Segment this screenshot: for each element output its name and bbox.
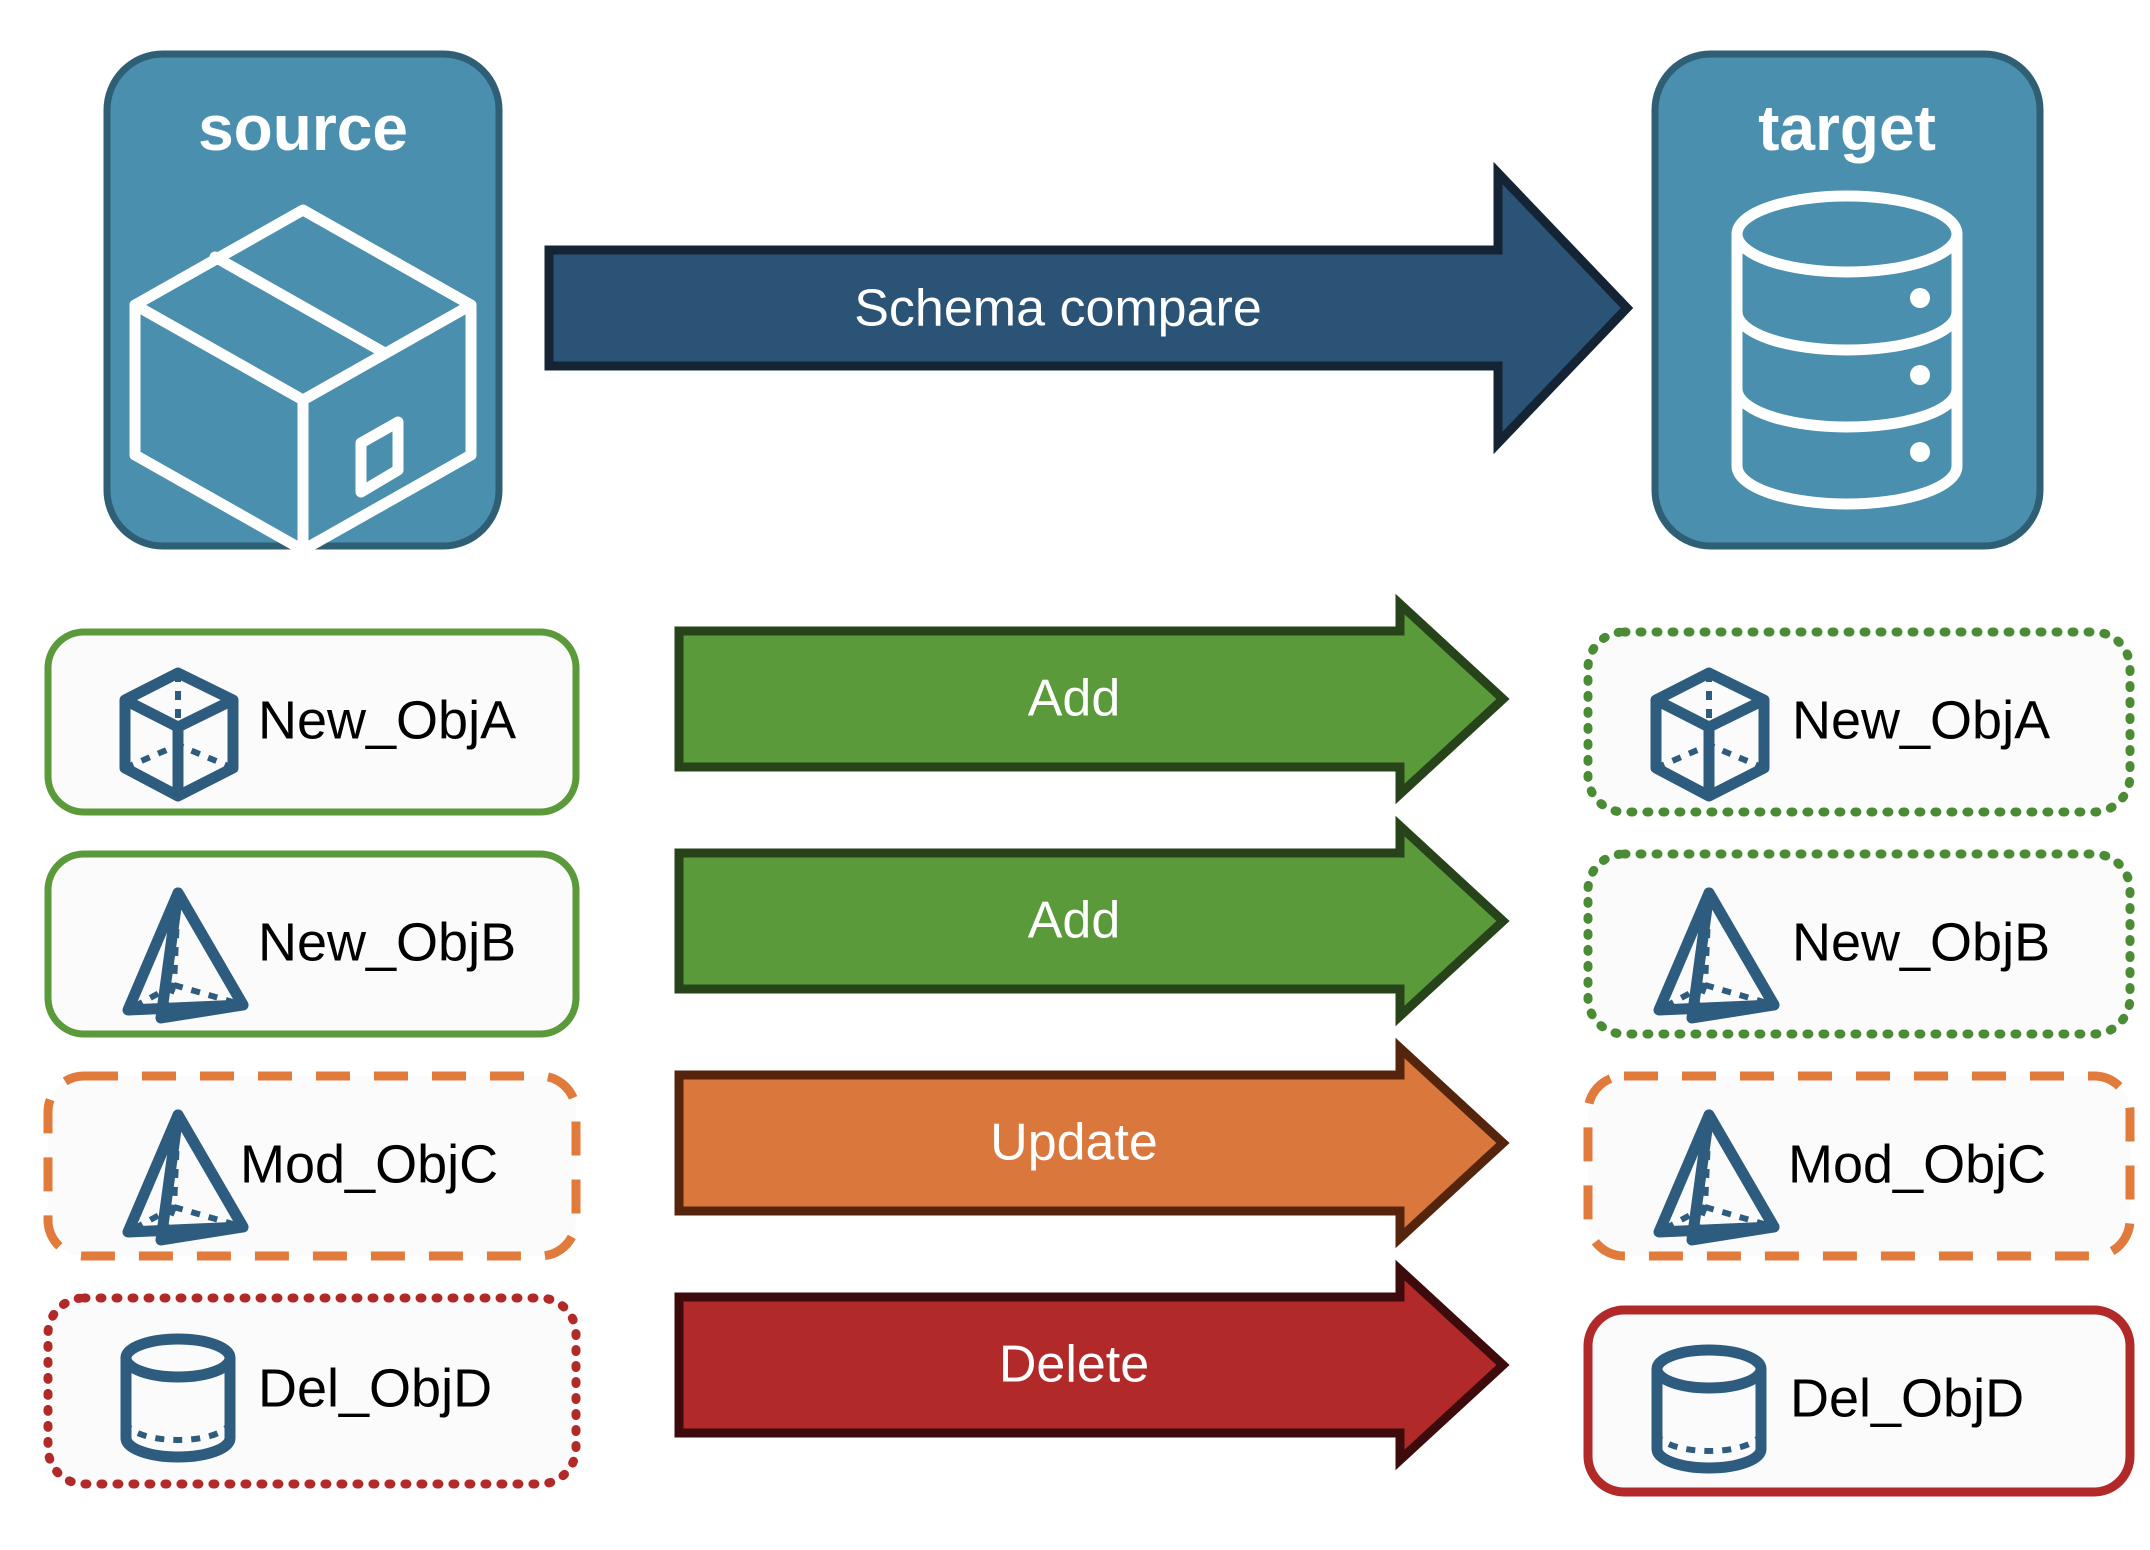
source-object-card-4[interactable]: Del_ObjD xyxy=(43,1293,581,1489)
target-object-card-2[interactable]: New_ObjB xyxy=(1583,849,2135,1039)
action-arrow-delete-label: Delete xyxy=(999,1336,1149,1394)
source-object-card-1-label: New_ObjA xyxy=(258,690,516,750)
target-object-card-3-label: Mod_ObjC xyxy=(1788,1134,2046,1194)
target-endpoint: target xyxy=(1651,50,2044,550)
target-object-card-4[interactable]: Del_ObjD xyxy=(1583,1305,2135,1497)
action-arrow-delete-shape xyxy=(674,1259,1510,1471)
row-update-objC: Mod_ObjC Update Mod_Ob xyxy=(43,1037,2135,1261)
target-object-card-2-label: New_ObjB xyxy=(1792,912,2050,972)
source-object-card-3-label: Mod_ObjC xyxy=(240,1134,498,1194)
action-arrow-add-2-shape xyxy=(674,815,1510,1027)
target-endpoint-panel xyxy=(1651,50,2044,550)
action-arrow-update-label: Update xyxy=(990,1114,1158,1172)
schema-compare-arrow: Schema compare xyxy=(544,161,1634,455)
target-object-card-1[interactable]: New_ObjA xyxy=(1583,627,2135,817)
action-arrow-add-1-label: Add xyxy=(1028,670,1121,728)
wireframe-pyramid-icon xyxy=(122,887,249,1024)
target-object-card-4-label: Del_ObjD xyxy=(1790,1368,2024,1428)
schema-compare-arrow-label: Schema compare xyxy=(854,280,1262,338)
source-object-card-4-label: Del_ObjD xyxy=(258,1358,492,1418)
target-endpoint-label: target xyxy=(1758,92,1936,164)
source-endpoint: source xyxy=(103,50,503,556)
row-delete-objD: Del_ObjD Delete Del_ObjD xyxy=(43,1259,2135,1497)
source-object-card-2-label: New_ObjB xyxy=(258,912,516,972)
package-box-icon xyxy=(129,204,477,556)
source-object-card-2[interactable]: New_ObjB xyxy=(44,850,580,1038)
database-cylinder-icon xyxy=(1731,190,1963,510)
wireframe-cube-icon xyxy=(119,667,239,802)
source-object-card-1[interactable]: New_ObjA xyxy=(44,628,580,816)
action-arrow-add-1: Add xyxy=(674,593,1510,805)
row-add-objA: New_ObjA Add xyxy=(44,593,2135,817)
target-object-card-3[interactable]: Mod_ObjC xyxy=(1583,1071,2135,1261)
action-arrow-delete: Delete xyxy=(674,1259,1510,1471)
action-arrow-update-shape xyxy=(674,1037,1510,1249)
target-object-card-1-label: New_ObjA xyxy=(1792,690,2050,750)
schema-compare-arrow-shape xyxy=(544,161,1634,455)
action-arrow-add-2-label: Add xyxy=(1028,892,1121,950)
action-arrow-add-2: Add xyxy=(674,815,1510,1027)
wireframe-cube-icon xyxy=(1650,667,1770,802)
row-add-objB: New_ObjB Add New_ObjB xyxy=(44,815,2135,1039)
wireframe-pyramid-icon xyxy=(1653,1109,1780,1246)
wireframe-pyramid-icon xyxy=(1653,887,1780,1024)
action-arrow-update: Update xyxy=(674,1037,1510,1249)
wireframe-cylinder-icon xyxy=(1651,1344,1767,1474)
action-arrow-add-1-shape xyxy=(674,593,1510,805)
wireframe-cylinder-icon xyxy=(120,1333,236,1463)
wireframe-pyramid-icon xyxy=(122,1109,249,1246)
source-endpoint-label: source xyxy=(198,92,408,164)
source-object-card-3[interactable]: Mod_ObjC xyxy=(43,1071,581,1261)
